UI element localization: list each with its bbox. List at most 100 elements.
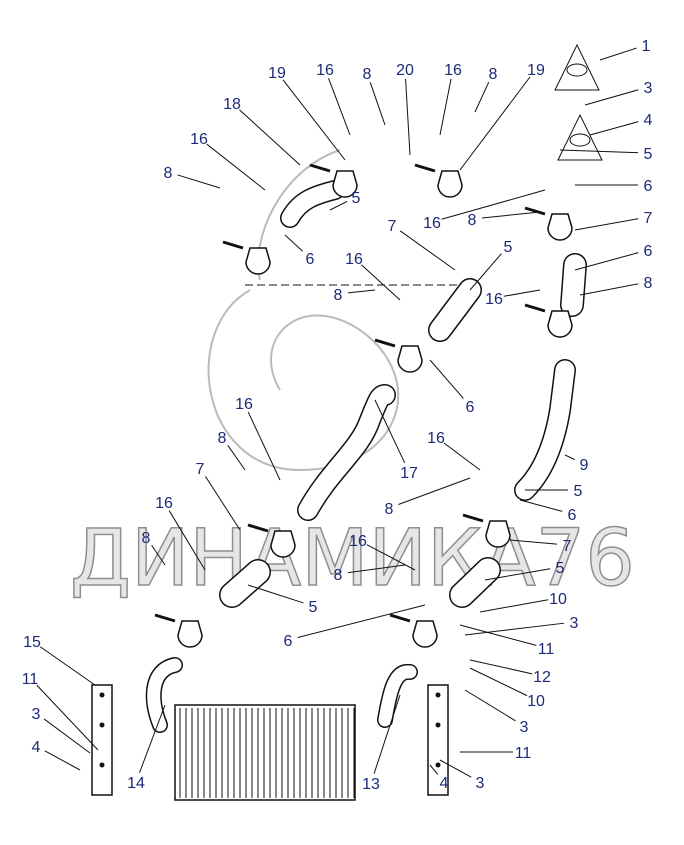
leader-line (459, 624, 537, 646)
leader-line (503, 289, 541, 297)
hose-clamp (309, 163, 358, 198)
hose-clamp (524, 206, 573, 241)
callout-19: 19 (268, 65, 286, 82)
hose-clamp (462, 513, 511, 548)
callout-5: 5 (504, 239, 513, 256)
callout-8: 8 (218, 430, 227, 447)
leader-line (347, 289, 376, 294)
callout-16: 16 (423, 215, 441, 232)
callout-6: 6 (284, 633, 293, 650)
leader-line (43, 718, 91, 754)
callout-16: 16 (190, 131, 208, 148)
leader-line (366, 544, 416, 571)
leader-line (329, 201, 348, 211)
callout-16: 16 (235, 396, 253, 413)
leader-line (282, 79, 346, 161)
callout-5: 5 (309, 599, 318, 616)
flange-2 (557, 113, 603, 161)
callout-17: 17 (400, 465, 418, 482)
callout-11: 11 (515, 745, 532, 762)
hose-elbow-upper-left (280, 180, 345, 228)
leader-line (519, 499, 563, 512)
leader-line (574, 218, 639, 231)
callout-5: 5 (574, 483, 583, 500)
watermark-logo: ДИНАМИКА76 (69, 149, 636, 605)
callout-8: 8 (385, 501, 394, 518)
callout-6: 6 (644, 178, 653, 195)
leader-line (247, 584, 304, 604)
leader-line (509, 539, 558, 545)
callout-16: 16 (155, 495, 173, 512)
leader-line (599, 47, 637, 61)
leader-line (469, 253, 502, 291)
callout-7: 7 (388, 218, 397, 235)
leader-line (247, 411, 281, 481)
leader-line (464, 622, 565, 636)
hose-clamp (524, 303, 573, 338)
callout-13: 13 (362, 776, 380, 793)
leader-lines (36, 47, 639, 778)
leader-line (469, 667, 528, 697)
leader-line (284, 234, 303, 252)
leader-line (369, 82, 386, 126)
leader-line (39, 646, 96, 686)
hose-bent-17 (297, 384, 396, 521)
callout-3: 3 (644, 80, 653, 97)
leader-line (405, 78, 411, 156)
hose-clamp (389, 613, 438, 648)
callout-16: 16 (349, 533, 367, 550)
hose-short-right (560, 253, 587, 317)
leader-line (399, 230, 456, 271)
callout-4: 4 (644, 112, 653, 129)
leader-line (177, 174, 221, 189)
leader-line (474, 81, 490, 113)
leader-line (459, 76, 531, 171)
watermark-text: ДИНАМИКА76 (70, 514, 635, 604)
leader-line (361, 264, 401, 301)
leader-line (589, 121, 639, 136)
leader-line (139, 704, 166, 773)
callout-8: 8 (468, 212, 477, 229)
callout-3: 3 (570, 615, 579, 632)
hose-bent-9 (514, 359, 576, 501)
leader-line (151, 544, 166, 566)
leader-line (206, 143, 266, 191)
radiator-inlet-left (145, 657, 183, 733)
leader-line (559, 149, 639, 154)
leader-line (484, 568, 551, 581)
leader-line (429, 359, 464, 399)
leader-line (168, 510, 206, 571)
leader-line (36, 684, 99, 751)
callout-14: 14 (127, 775, 145, 792)
hose-clamp (247, 523, 296, 558)
leader-line (398, 477, 471, 505)
callout-11: 11 (538, 641, 555, 658)
leader-line (429, 764, 439, 775)
callout-8: 8 (644, 275, 653, 292)
hose-clamp (414, 163, 463, 198)
callout-6: 6 (466, 399, 475, 416)
leader-line (347, 564, 406, 574)
hose-clamp (374, 338, 423, 373)
callout-18: 18 (223, 96, 241, 113)
hose-right-lower (449, 557, 501, 608)
callout-10: 10 (527, 693, 545, 710)
callout-9: 9 (580, 457, 589, 474)
callout-5: 5 (644, 146, 653, 163)
callout-8: 8 (363, 66, 372, 83)
leader-line (564, 454, 576, 461)
callout-19: 19 (527, 62, 545, 79)
leader-line (239, 109, 301, 166)
leader-line (574, 252, 639, 271)
leader-line (205, 476, 241, 531)
callout-7: 7 (644, 210, 653, 227)
callout-8: 8 (334, 567, 343, 584)
callout-12: 12 (533, 669, 551, 686)
callout-5: 5 (352, 190, 361, 207)
callout-20: 20 (396, 62, 414, 79)
leader-line (479, 599, 549, 613)
callout-8: 8 (334, 287, 343, 304)
leader-line (439, 78, 452, 136)
hose-straight-center (428, 278, 482, 342)
leader-line (579, 283, 639, 296)
